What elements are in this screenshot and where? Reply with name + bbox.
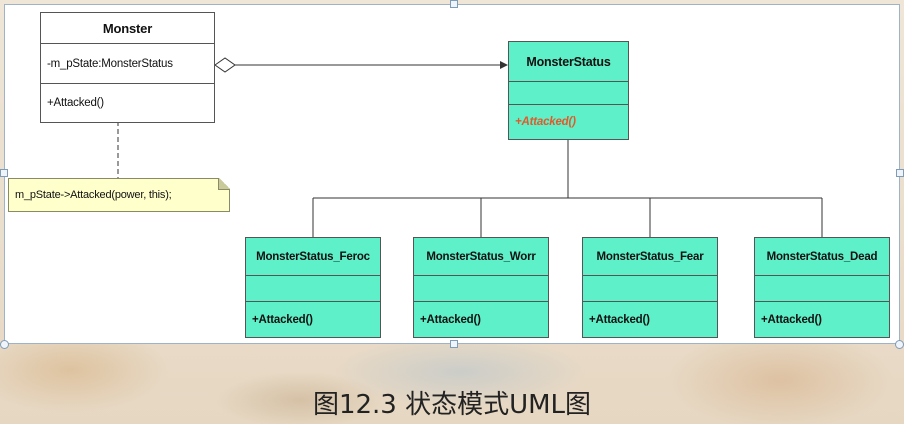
class-monsterstatus-feroc[interactable]: MonsterStatus_Feroc +Attacked()	[245, 237, 381, 338]
class-dead-attributes	[755, 276, 889, 302]
aggregation-diamond	[214, 57, 236, 73]
class-dead-name: MonsterStatus_Dead	[766, 250, 878, 263]
class-dead-operation: +Attacked()	[761, 313, 822, 326]
class-monsterstatus[interactable]: MonsterStatus +Attacked()	[508, 41, 629, 140]
class-monster[interactable]: Monster -m_pState:MonsterStatus +Attacke…	[40, 12, 215, 123]
class-worr-attributes	[414, 276, 548, 302]
resize-handle-bottom-center[interactable]	[450, 340, 458, 348]
class-monsterstatus-attributes	[509, 82, 628, 105]
class-monster-name: Monster	[102, 20, 153, 36]
class-monsterstatus-fear[interactable]: MonsterStatus_Fear +Attacked()	[582, 237, 718, 338]
class-fear-attributes	[583, 276, 717, 302]
class-fear-operation: +Attacked()	[589, 313, 650, 326]
figure-caption: 图12.3 状态模式UML图	[312, 390, 592, 420]
note-fold-corner	[218, 178, 230, 190]
uml-note-text: m_pState->Attacked(power, this);	[15, 189, 172, 201]
class-fear-name: MonsterStatus_Fear	[596, 250, 704, 263]
class-worr-name: MonsterStatus_Worr	[426, 250, 536, 263]
class-monster-operation: +Attacked()	[47, 97, 104, 109]
class-monsterstatus-name: MonsterStatus	[526, 54, 611, 69]
class-monsterstatus-dead[interactable]: MonsterStatus_Dead +Attacked()	[754, 237, 890, 338]
uml-note[interactable]: m_pState->Attacked(power, this);	[8, 178, 230, 212]
class-monster-attribute: -m_pState:MonsterStatus	[47, 57, 173, 70]
class-monsterstatus-operation: +Attacked()	[515, 116, 576, 128]
class-worr-operation: +Attacked()	[420, 313, 481, 326]
class-feroc-operation: +Attacked()	[252, 313, 313, 326]
class-feroc-name: MonsterStatus_Feroc	[256, 250, 370, 263]
class-feroc-attributes	[246, 276, 380, 302]
class-monsterstatus-worr[interactable]: MonsterStatus_Worr +Attacked()	[413, 237, 549, 338]
resize-handle-bottom-left[interactable]	[0, 340, 9, 349]
aggregation-arrowhead	[500, 61, 508, 69]
resize-handle-top-center[interactable]	[450, 0, 458, 8]
resize-handle-left-middle[interactable]	[0, 169, 8, 177]
